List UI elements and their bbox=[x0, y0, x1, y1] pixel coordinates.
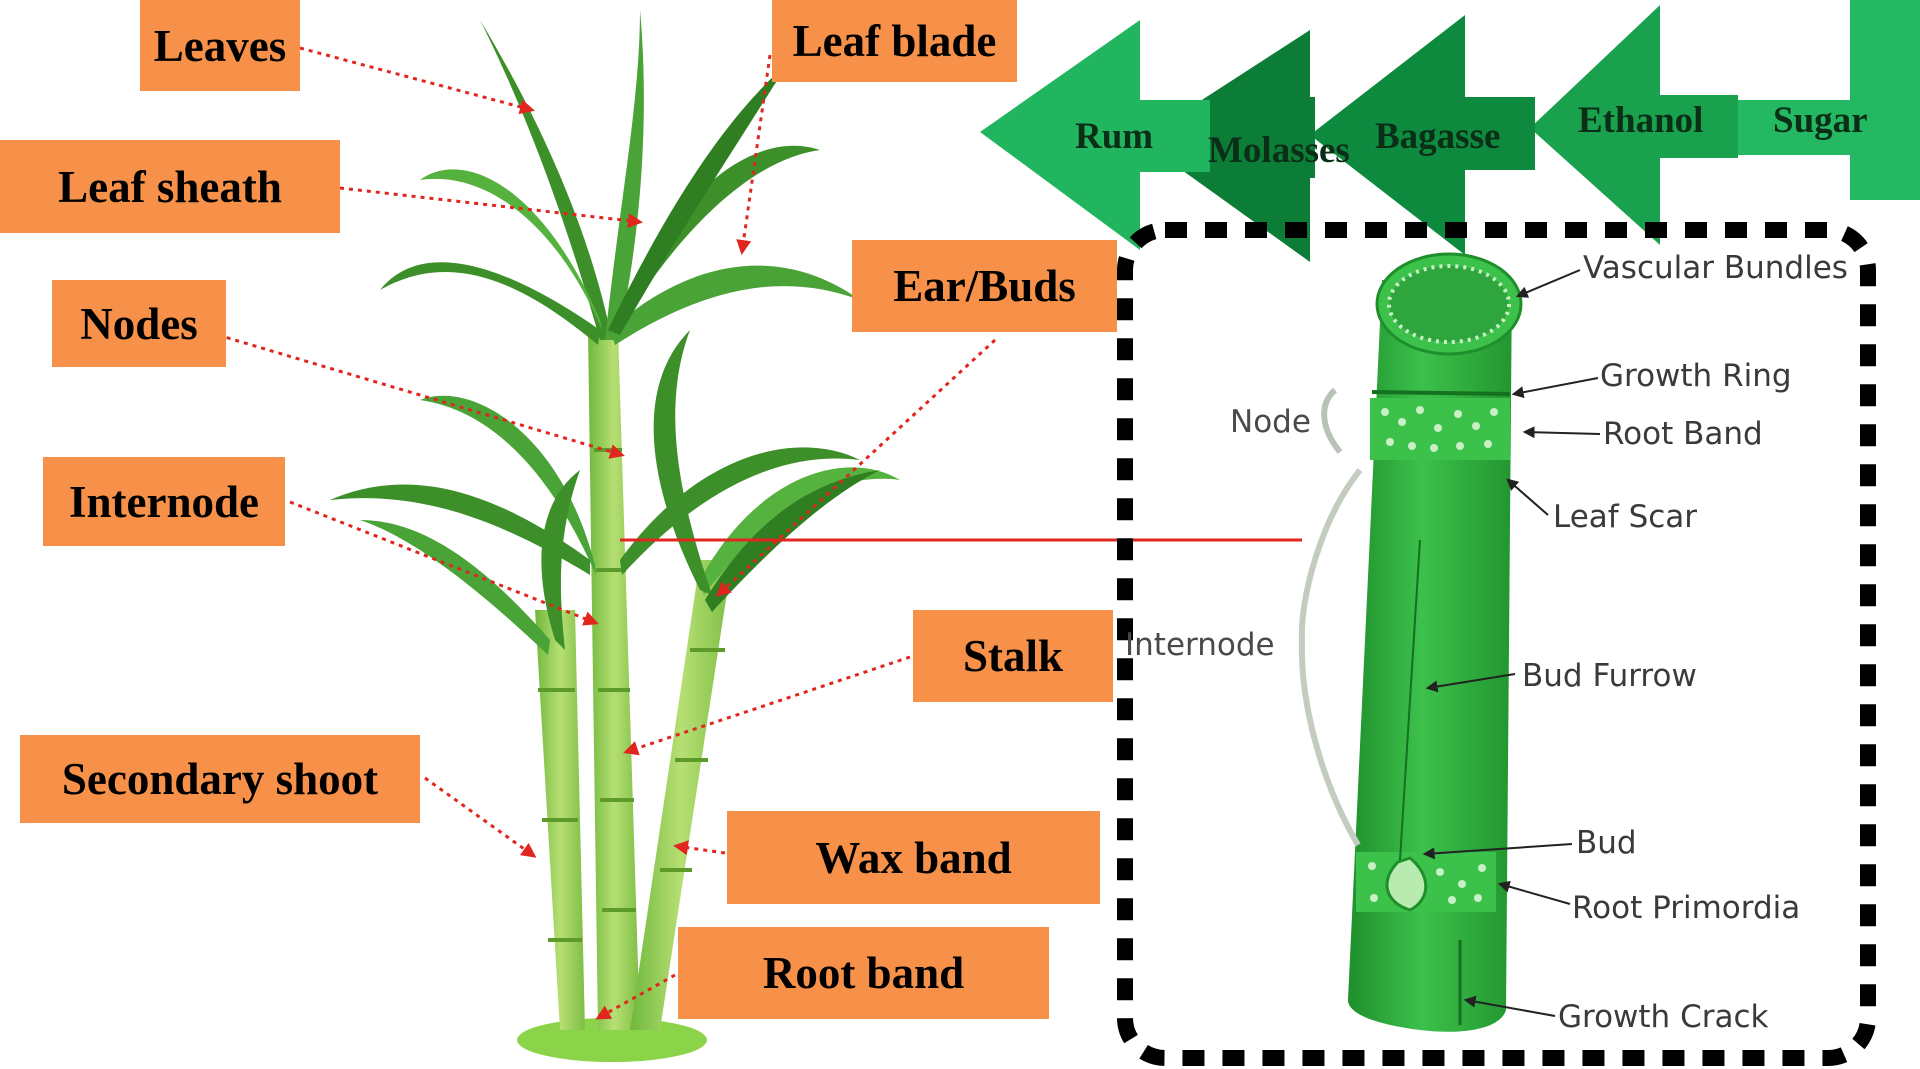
product-arrows bbox=[980, 0, 1920, 262]
internode-label: Internode bbox=[1125, 627, 1275, 663]
arrow-rum bbox=[980, 20, 1210, 250]
product-bagasse: Bagasse bbox=[1375, 116, 1500, 157]
arrow-molasses bbox=[1140, 30, 1315, 262]
plant-leaves bbox=[330, 10, 900, 655]
stem-bud bbox=[1385, 856, 1428, 912]
part-bud-furrow: Bud Furrow bbox=[1522, 658, 1697, 694]
growth-ring-line bbox=[1371, 390, 1511, 396]
label-leaf-sheath: Leaf sheath bbox=[0, 140, 340, 233]
part-growth-ring: Growth Ring bbox=[1600, 358, 1792, 394]
label-wax-band: Wax band bbox=[727, 811, 1100, 904]
stem-section bbox=[1348, 252, 1523, 1032]
arrow-sugar bbox=[1735, 0, 1920, 200]
part-growth-crack: Growth Crack bbox=[1558, 999, 1768, 1035]
product-molasses: Molasses bbox=[1208, 130, 1350, 171]
center-cane bbox=[588, 330, 640, 1030]
label-secondary-shoot: Secondary shoot bbox=[20, 735, 420, 823]
part-leaf-scar: Leaf Scar bbox=[1553, 499, 1697, 535]
pointer-lines bbox=[217, 46, 997, 1020]
internode-brace bbox=[1298, 468, 1363, 847]
product-rum: Rum bbox=[1075, 116, 1153, 157]
node-brace bbox=[1321, 387, 1343, 454]
label-leaf-blade: Leaf blade bbox=[772, 0, 1017, 82]
cross-section-frame bbox=[1117, 222, 1876, 1066]
product-sugar: Sugar bbox=[1773, 100, 1868, 141]
part-root-primordia: Root Primordia bbox=[1572, 890, 1800, 926]
sugarcane-plant bbox=[330, 10, 900, 1062]
vascular-bundles bbox=[1387, 264, 1511, 344]
stem-pointers bbox=[1422, 269, 1601, 1017]
arrow-bagasse bbox=[1310, 15, 1535, 255]
stem-body bbox=[1348, 280, 1512, 1032]
bud-furrow-line bbox=[1399, 539, 1421, 861]
label-nodes: Nodes bbox=[52, 280, 226, 367]
node-label: Node bbox=[1230, 404, 1311, 440]
part-root-band: Root Band bbox=[1603, 416, 1763, 452]
label-stalk: Stalk bbox=[913, 610, 1113, 702]
label-internode: Internode bbox=[43, 457, 285, 546]
product-ethanol: Ethanol bbox=[1578, 100, 1703, 141]
label-root-band: Root band bbox=[678, 927, 1049, 1019]
part-vascular-bundles: Vascular Bundles bbox=[1583, 250, 1848, 286]
arrow-ethanol bbox=[1530, 5, 1738, 245]
label-ear-buds: Ear/Buds bbox=[852, 240, 1117, 332]
cane-nodes bbox=[538, 448, 725, 942]
right-cane bbox=[630, 560, 732, 1030]
label-leaves: Leaves bbox=[140, 0, 300, 91]
part-bud: Bud bbox=[1576, 825, 1637, 861]
